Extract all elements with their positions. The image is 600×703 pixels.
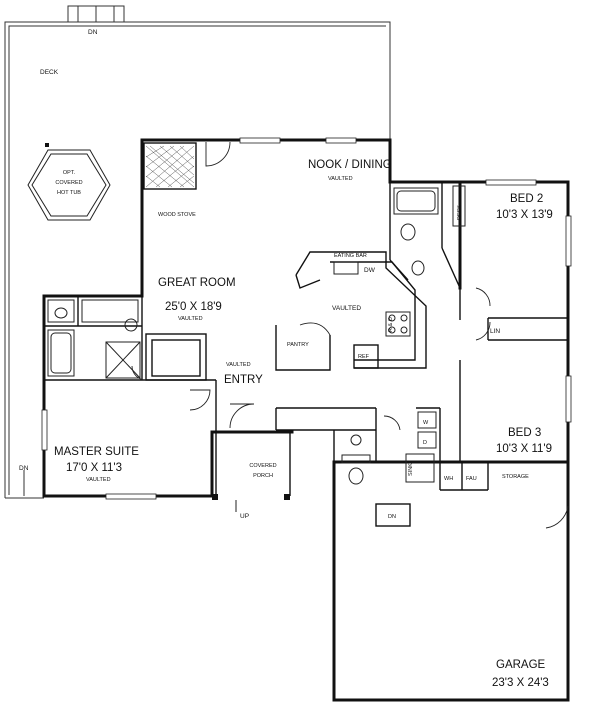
garage-label: GARAGE: [496, 659, 546, 671]
bed2-label: BED 2: [510, 193, 543, 205]
nook-vaulted-label: VAULTED: [328, 176, 353, 182]
master-suite-size: 17'0 X 11'3: [66, 462, 122, 474]
hot-tub-post: [45, 143, 49, 147]
dryer-label: D: [423, 440, 427, 446]
bed3-label: BED 3: [508, 427, 541, 439]
deck-down-label: DN: [88, 29, 98, 36]
deck-down-label-left: DN: [19, 465, 29, 472]
eating-bar-label: EATING BAR: [334, 253, 367, 259]
great-room-size: 25'0 X 18'9: [165, 301, 222, 313]
sink-label: SINK: [408, 463, 414, 476]
range-oven-label: R & O: [388, 316, 394, 332]
master-vaulted-label: VAULTED: [86, 477, 111, 483]
deck-label: DECK: [40, 69, 59, 76]
deck-area: [4, 5, 391, 499]
kitchen-vaulted-label: VAULTED: [332, 305, 361, 312]
interior-walls: [44, 142, 568, 527]
exterior-walls: [42, 138, 570, 702]
storage-label: STORAGE: [502, 474, 529, 480]
lin-label: LIN: [490, 328, 500, 335]
hot-tub-label-3: HOT TUB: [57, 190, 81, 196]
garage-down-label: DN: [388, 514, 396, 520]
entry-vaulted-label: VAULTED: [226, 362, 251, 368]
covered-porch-label-1: COVERED: [249, 463, 276, 469]
washer-label: W: [423, 420, 429, 426]
water-heater-label: WH: [444, 476, 453, 482]
entry-label: ENTRY: [224, 374, 263, 386]
pantry-label: PANTRY: [287, 342, 309, 348]
dishwasher-label: DW: [364, 267, 376, 274]
doors: [131, 141, 569, 529]
nook-dining-label: NOOK / DINING: [308, 159, 392, 171]
great-room-label: GREAT ROOM: [158, 277, 236, 289]
covered-porch-label-2: PORCH: [253, 473, 273, 479]
garage-size: 23'3 X 24'3: [492, 677, 549, 689]
bed2-size: 10'3 X 13'9: [496, 209, 553, 221]
fau-label: FAU: [466, 476, 477, 482]
great-room-vaulted: VAULTED: [178, 316, 203, 322]
wood-stove-label: WOOD STOVE: [158, 212, 196, 218]
hot-tub-label-2: COVERED: [55, 180, 82, 186]
master-suite-label: MASTER SUITE: [54, 446, 139, 458]
ref-label: REF: [358, 354, 370, 360]
porch-up-label: UP: [240, 513, 249, 520]
desk-label: DESK: [457, 205, 463, 220]
windows: [41, 137, 572, 500]
bed3-size: 10'3 X 11'9: [496, 443, 552, 455]
hot-tub: [27, 149, 111, 221]
hot-tub-label-1: OPT.: [63, 170, 76, 176]
